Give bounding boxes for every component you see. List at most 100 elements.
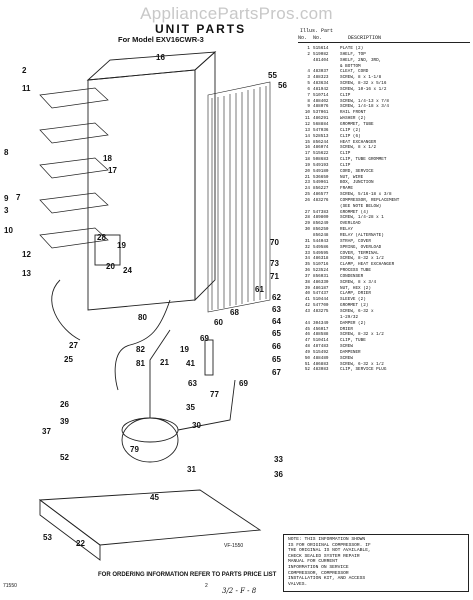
parts-no: 35 (304, 262, 310, 268)
parts-desc: SCREW, 8-32 x 1/2 (340, 256, 384, 262)
parts-part: 488588 (313, 332, 329, 338)
parts-no: 16 (304, 145, 310, 151)
parts-no: 34 (304, 256, 310, 262)
parts-desc: CLIP (2) (340, 127, 361, 133)
parts-part: 528513 (313, 133, 329, 139)
callout: 62 (272, 293, 281, 302)
callout: 65 (272, 329, 281, 338)
parts-desc: CLIP (340, 162, 351, 168)
parts-desc: SPRING, OVERLOAD (340, 244, 382, 250)
parts-no: 23 (304, 180, 310, 186)
parts-desc: SLEEVE (2) (340, 297, 366, 303)
callout: 73 (270, 259, 279, 268)
col-part-no: No. (313, 35, 323, 41)
note-line: MANUAL FOR CURRENT (288, 559, 338, 565)
parts-desc: CLEAT, CORD (340, 69, 369, 75)
parts-no: 36 (304, 268, 310, 274)
parts-part: 486577 (313, 192, 329, 198)
parts-no: 39 (304, 285, 310, 291)
parts-desc: SCREW, 8 x 3/4 (340, 279, 377, 285)
parts-desc: CLIP, SERVICE PLUG (340, 367, 387, 373)
parts-no: 24 (304, 186, 310, 192)
callout: 13 (22, 269, 31, 278)
parts-part: 483037 (313, 69, 329, 75)
parts-desc: CLIP (340, 151, 351, 157)
parts-no: 1 (307, 46, 310, 51)
ordering-footer: FOR ORDERING INFORMATION REFER TO PARTS … (98, 572, 277, 578)
parts-part: 856248 (313, 233, 329, 238)
parts-part: 549586 (313, 244, 329, 250)
parts-no: 14 (304, 133, 310, 139)
parts-no: 3 (307, 75, 310, 81)
callout: 80 (138, 313, 147, 322)
parts-desc: SCREW, 1/4-28 x 1 (340, 215, 384, 221)
callout: 20 (106, 262, 115, 271)
callout: 33 (274, 455, 283, 464)
parts-desc: DAMPER (2) (340, 320, 366, 326)
parts-part: 547700 (313, 303, 329, 309)
parts-part: 515614 (313, 46, 329, 51)
col-no: No. (298, 35, 308, 41)
callout: 11 (22, 84, 31, 93)
parts-no: 15 (304, 139, 310, 145)
shelf-racks (39, 87, 109, 249)
callout: 9 (4, 194, 9, 203)
parts-no: 5 (307, 81, 310, 87)
callout: 27 (69, 341, 78, 350)
callout: 19 (180, 345, 189, 354)
parts-part: 856250 (313, 227, 329, 233)
parts-row: 1-29/32 (298, 315, 470, 321)
parts-desc: RAIL FRONT (340, 110, 366, 116)
callout: 55 (268, 71, 277, 80)
parts-no: 37 (304, 273, 310, 279)
parts-desc: GROMMET (2) (340, 303, 369, 309)
parts-desc: (SEE NOTE BELOW) (340, 203, 382, 209)
parts-no: 18 (304, 157, 310, 163)
parts-part: 856249 (313, 221, 329, 227)
callout: 45 (150, 493, 159, 502)
parts-part: 486291 (313, 116, 329, 122)
callout: 61 (255, 285, 264, 294)
parts-part: 488489 (313, 355, 329, 361)
callout: 52 (60, 453, 69, 462)
parts-no: 38 (304, 279, 310, 285)
parts-desc: SCREW, 8 x 1/2 (340, 145, 377, 151)
parts-list-header: Illus. Part No. No. DESCRIPTION (298, 28, 470, 43)
parts-desc: PROCESS TUBE (340, 268, 371, 274)
callout: 35 (186, 403, 195, 412)
parts-desc: SCREW, 5/16-18 x 3/8 (340, 192, 392, 198)
parts-no: 7 (307, 92, 310, 98)
callout: 3 (4, 206, 9, 215)
parts-no: 26 (304, 197, 310, 203)
callout: 39 (60, 417, 69, 426)
parts-desc: HEAT EXCHANGER (340, 139, 377, 145)
callout: 2 (22, 66, 27, 75)
parts-desc: SCREW, 10-16 x 1/2 (340, 86, 387, 92)
callout: 21 (160, 358, 169, 367)
parts-desc: & BOTTOM (340, 63, 361, 69)
cabinet-side (194, 50, 216, 302)
callout: 25 (64, 355, 73, 364)
parts-part: 856244 (313, 139, 329, 145)
note-line: IS FOR ORIGINAL COMPRESSOR. IF (288, 542, 371, 548)
parts-no: 46 (304, 332, 310, 338)
parts-desc: NUT, WIRE (340, 174, 364, 180)
parts-no: 19 (304, 162, 310, 168)
parts-part: 486883 (313, 361, 329, 367)
